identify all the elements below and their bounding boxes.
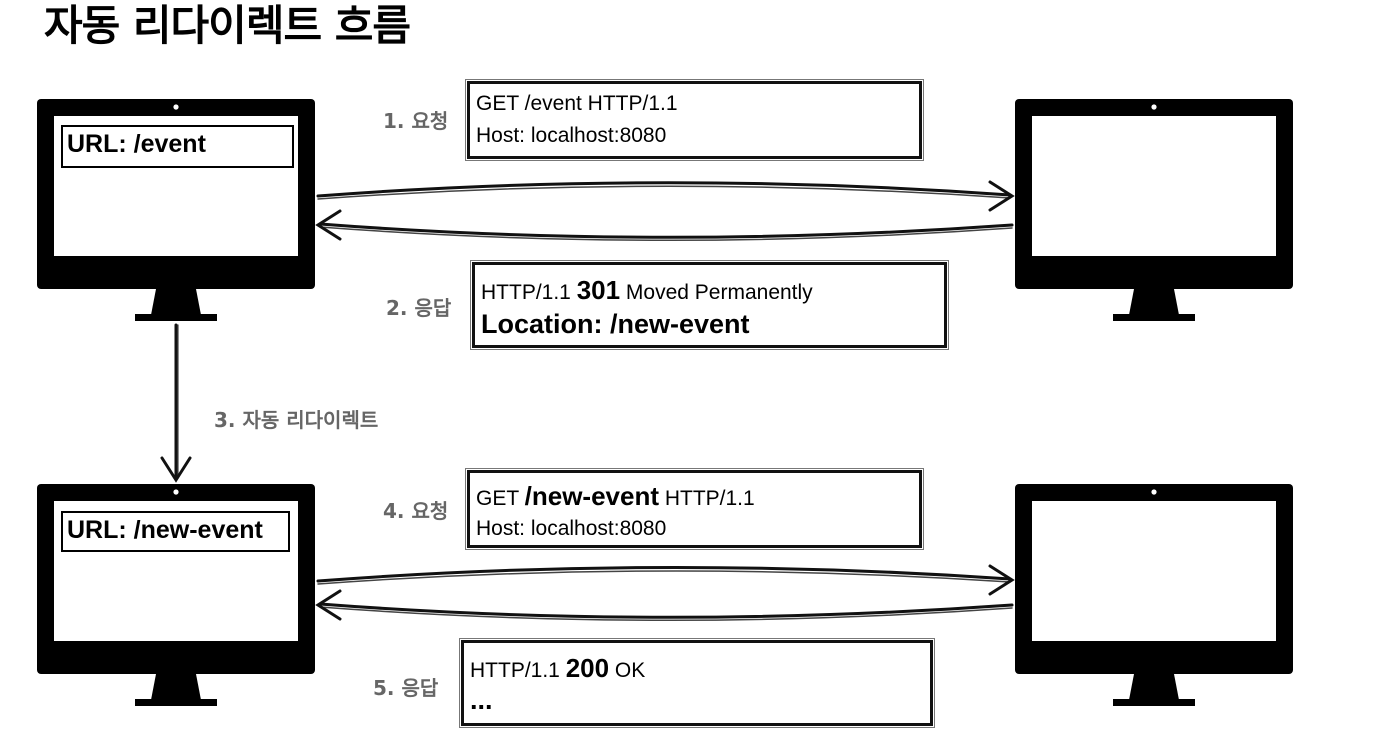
- response-message-1: HTTP/1.1 301 Moved Permanently Location:…: [470, 260, 949, 350]
- request-path: /new-event: [524, 481, 659, 511]
- status-text: Moved Permanently: [620, 281, 813, 304]
- response-body-ellipsis: ...: [470, 685, 493, 715]
- page-title: 자동 리다이렉트 흐름: [44, 1, 411, 50]
- http-version: HTTP/1.1: [470, 659, 566, 682]
- location-header: Location: /new-event: [481, 309, 750, 339]
- url-bar-top: URL: /event: [61, 125, 294, 168]
- response-message-2: HTTP/1.1 200 OK ...: [459, 638, 935, 728]
- step-label-2: 2. 응답: [386, 296, 452, 320]
- host-header: Host: localhost:8080: [476, 517, 667, 540]
- response-arrow-2: [315, 589, 1014, 622]
- method: GET: [476, 487, 525, 510]
- server-monitor-top: [1015, 99, 1293, 321]
- request-arrow-1: [316, 180, 1015, 212]
- redirect-arrow: [160, 323, 192, 483]
- host-header: Host: localhost:8080: [476, 124, 667, 147]
- step-label-5: 5. 응답: [373, 676, 439, 700]
- status-code: 301: [576, 275, 621, 305]
- step-label-4: 4. 요청: [383, 499, 449, 523]
- request-line: GET /new-event HTTP/1.1: [476, 481, 755, 512]
- http-version: HTTP/1.1: [659, 487, 755, 510]
- http-version: HTTP/1.1: [481, 281, 577, 304]
- status-line: HTTP/1.1 301 Moved Permanently: [481, 275, 813, 306]
- request-message-1: GET /event HTTP/1.1 Host: localhost:8080: [465, 79, 924, 161]
- response-arrow-1: [315, 209, 1014, 242]
- status-text: OK: [609, 659, 646, 682]
- url-bar-bottom: URL: /new-event: [61, 511, 290, 552]
- status-code: 200: [565, 653, 610, 683]
- request-message-2: GET /new-event HTTP/1.1 Host: localhost:…: [465, 468, 924, 550]
- request-line: GET /event HTTP/1.1: [476, 92, 678, 115]
- step-label-1: 1. 요청: [383, 109, 449, 133]
- request-arrow-2: [316, 564, 1015, 596]
- server-monitor-bottom: [1015, 484, 1293, 706]
- step-label-3: 3. 자동 리다이렉트: [214, 408, 379, 432]
- status-line: HTTP/1.1 200 OK: [470, 653, 645, 684]
